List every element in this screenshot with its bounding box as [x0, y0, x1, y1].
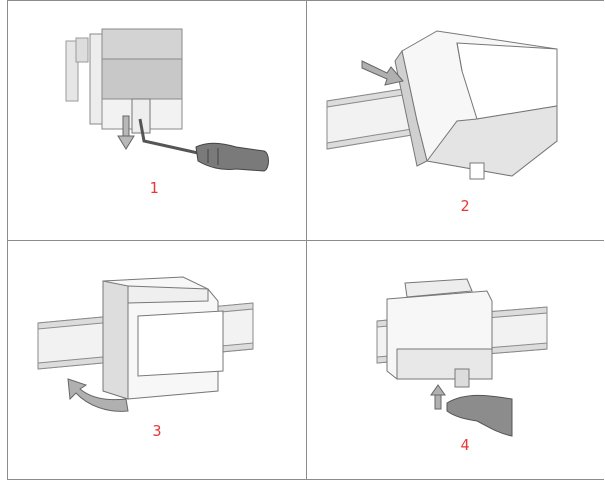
- step-2-panel: 2: [307, 1, 604, 240]
- clip-lock-illustration: [376, 278, 548, 437]
- step-4-panel: 4: [307, 241, 604, 479]
- tilt-onto-rail-illustration: [326, 30, 558, 180]
- step-2-label: 2: [460, 197, 470, 215]
- step-4-label: 4: [460, 436, 470, 454]
- screwdriver-release-illustration: [65, 28, 269, 172]
- middle-divider-horizontal: [7, 240, 604, 241]
- step-1-label: 1: [149, 179, 159, 197]
- step-1-panel: 1: [8, 1, 306, 240]
- step-3-panel: 3: [8, 241, 306, 479]
- top-border: [7, 0, 604, 1]
- installation-steps-grid: 1 2: [7, 0, 604, 480]
- bottom-border: [7, 479, 604, 480]
- rotate-down-illustration: [37, 276, 254, 412]
- step-3-label: 3: [152, 422, 162, 440]
